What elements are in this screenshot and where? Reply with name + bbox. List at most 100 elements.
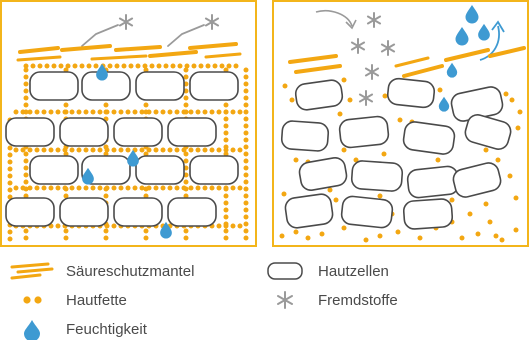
skin-cell bbox=[29, 71, 79, 101]
lipid-dot bbox=[132, 185, 138, 191]
lipid-dot bbox=[48, 185, 54, 191]
lipid-dot bbox=[48, 109, 54, 115]
lipid-dot bbox=[223, 193, 229, 199]
lipid-dot bbox=[23, 102, 29, 108]
lipid-dot bbox=[111, 185, 117, 191]
legend-foreign-substances: Fremdstoffe bbox=[262, 289, 398, 311]
skin-cell bbox=[406, 165, 460, 199]
skin-cell bbox=[135, 71, 185, 101]
lipid-dot bbox=[509, 97, 515, 103]
lipid-dot bbox=[449, 197, 455, 203]
skin-cell bbox=[298, 157, 348, 191]
skin-cell bbox=[452, 162, 502, 198]
foreign-substance-asterisk bbox=[350, 38, 366, 54]
lipid-dot bbox=[499, 237, 505, 243]
acid-mantle-stroke bbox=[444, 48, 490, 62]
lipid-dot bbox=[353, 157, 359, 163]
lipid-dot bbox=[293, 157, 299, 163]
lipid-dot bbox=[363, 237, 369, 243]
lipid-dot bbox=[233, 63, 239, 69]
lipid-dot bbox=[118, 147, 124, 153]
lipid-dot bbox=[230, 223, 236, 229]
acid-mantle-stroke bbox=[294, 64, 342, 74]
blocked-path bbox=[81, 24, 119, 47]
lipid-dot bbox=[243, 123, 249, 129]
lipid-dot bbox=[243, 151, 249, 157]
lipid-dot bbox=[156, 63, 162, 69]
moisture-drop bbox=[82, 167, 94, 185]
skin-cell bbox=[189, 71, 239, 101]
acid-mantle-stroke bbox=[288, 54, 338, 64]
lipid-dot bbox=[513, 227, 519, 233]
lipid-dot bbox=[23, 158, 29, 164]
lipid-dot bbox=[243, 95, 249, 101]
lipid-dot bbox=[132, 109, 138, 115]
skin-cell bbox=[113, 197, 163, 227]
skin-cell bbox=[81, 155, 131, 185]
lipid-dot bbox=[503, 91, 509, 97]
lipid-dot bbox=[243, 67, 249, 73]
lipid-dot bbox=[7, 236, 13, 242]
lipid-dot bbox=[183, 179, 189, 185]
lipid-dot bbox=[7, 180, 13, 186]
skin-cell bbox=[113, 117, 163, 147]
lipid-dot bbox=[223, 207, 229, 213]
skin-cell bbox=[338, 115, 390, 149]
lipid-dot bbox=[143, 102, 149, 108]
lipid-dot bbox=[243, 116, 249, 122]
lipid-dot bbox=[30, 63, 36, 69]
lipid-dot bbox=[13, 147, 19, 153]
lipid-dot bbox=[23, 179, 29, 185]
lipid-dot bbox=[139, 109, 145, 115]
lipid-dot bbox=[243, 186, 249, 192]
lipid-dot bbox=[223, 137, 229, 143]
lipid-dot bbox=[223, 130, 229, 136]
lipid-dot bbox=[174, 147, 180, 153]
legend-label-acid-mantle: Säureschutzmantel bbox=[66, 262, 195, 280]
lipid-dot bbox=[103, 186, 109, 192]
moisture-drop bbox=[438, 96, 450, 112]
acid-mantle-stroke bbox=[394, 56, 430, 68]
foreign-substance-asterisk bbox=[380, 40, 396, 56]
lipid-dot bbox=[167, 147, 173, 153]
skin-cell bbox=[284, 193, 334, 229]
asterisk-icon bbox=[262, 289, 306, 311]
lipid-dot bbox=[125, 185, 131, 191]
skin-cell bbox=[59, 117, 109, 147]
lipid-dot bbox=[223, 109, 229, 115]
lipid-dot bbox=[34, 147, 40, 153]
lipid-dot bbox=[243, 172, 249, 178]
foreign-inflow-arrowhead bbox=[345, 19, 357, 30]
lipid-dot bbox=[167, 185, 173, 191]
lipid-dot bbox=[23, 228, 29, 234]
lipid-dot bbox=[243, 109, 249, 115]
lipid-dot bbox=[23, 172, 29, 178]
lipid-dot bbox=[125, 147, 131, 153]
lipid-dot bbox=[202, 109, 208, 115]
lipid-dot bbox=[55, 223, 61, 229]
lipid-dot bbox=[23, 63, 29, 69]
lipid-dot bbox=[103, 228, 109, 234]
lipid-dot bbox=[237, 223, 243, 229]
lipid-dot bbox=[7, 229, 13, 235]
lipid-dot bbox=[517, 109, 523, 115]
lipid-dot bbox=[79, 63, 85, 69]
skin-cell bbox=[5, 117, 55, 147]
lipid-dot bbox=[183, 67, 189, 73]
lipid-dot bbox=[139, 185, 145, 191]
lipid-dot bbox=[37, 63, 43, 69]
lipid-dot bbox=[223, 186, 229, 192]
lipid-dot bbox=[7, 166, 13, 172]
lipid-dot bbox=[184, 63, 190, 69]
lipid-dot bbox=[114, 63, 120, 69]
lipid-dot bbox=[337, 111, 343, 117]
lipid-dot bbox=[183, 102, 189, 108]
lipid-dot bbox=[237, 109, 243, 115]
lipid-dot bbox=[93, 63, 99, 69]
lipid-dot bbox=[191, 63, 197, 69]
lipid-dot bbox=[219, 63, 225, 69]
skin-cell-icon bbox=[262, 260, 306, 282]
lipid-dot bbox=[103, 193, 109, 199]
acid-mantle-stroke bbox=[148, 50, 198, 58]
lipid-dot bbox=[230, 147, 236, 153]
